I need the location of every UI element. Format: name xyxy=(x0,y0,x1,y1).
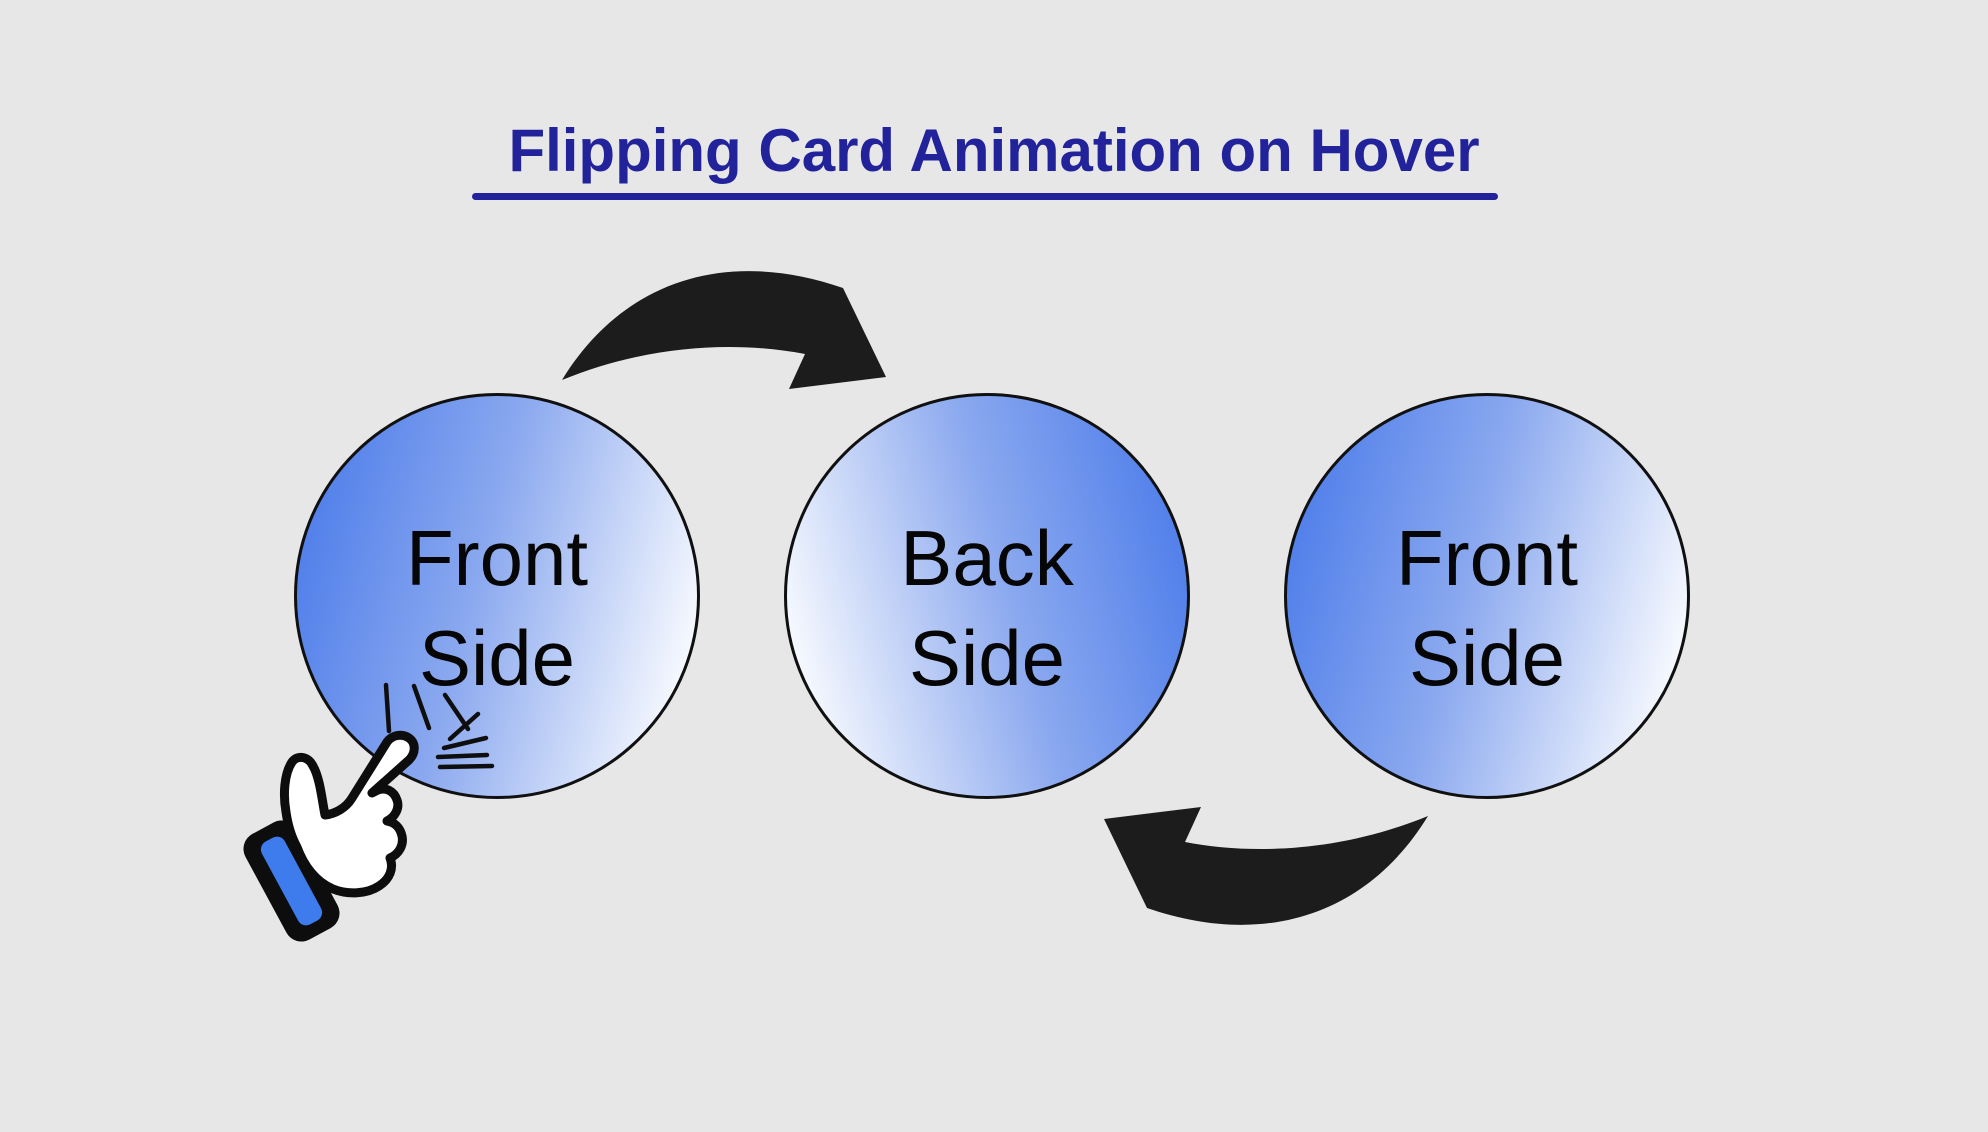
card-front-2: Front Side xyxy=(1284,393,1690,799)
card-label-line: Side xyxy=(1408,614,1566,702)
card-label-line: Side xyxy=(418,614,576,702)
page-title: Flipping Card Animation on Hover xyxy=(508,117,1480,184)
card-label-line: Back xyxy=(900,514,1074,602)
card-front-1: Front Side xyxy=(294,393,700,799)
curved-arrow-left-icon xyxy=(1104,807,1428,925)
card-back: Back Side xyxy=(784,393,1190,799)
card-label-line: Front xyxy=(1395,514,1579,602)
card-label-line: Side xyxy=(908,614,1066,702)
cursor-cuff xyxy=(243,820,340,942)
card-label-line: Front xyxy=(405,514,589,602)
curved-arrow-right-icon xyxy=(562,271,886,389)
title-underline xyxy=(472,193,1498,200)
